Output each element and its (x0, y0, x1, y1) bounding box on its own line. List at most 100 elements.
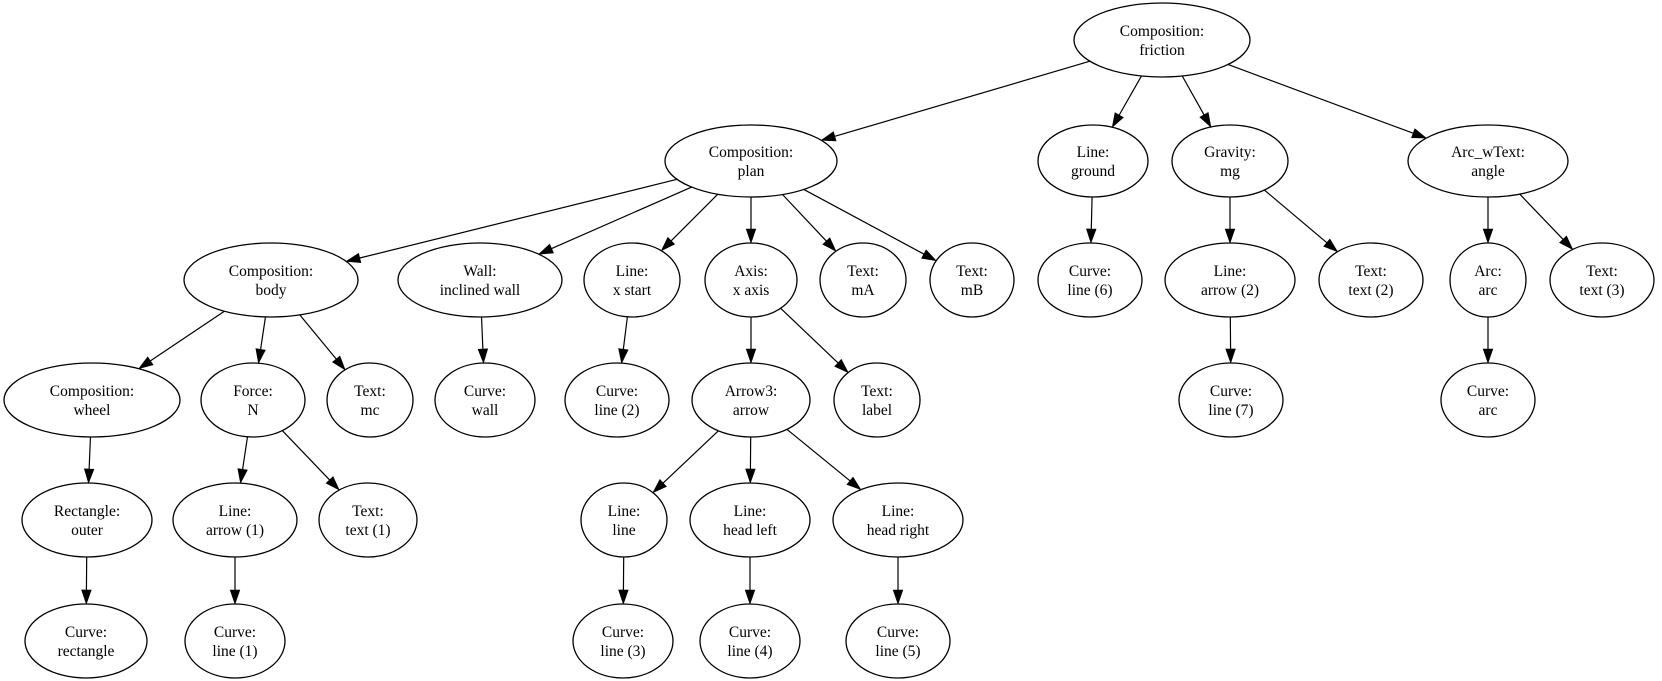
node-type-label: Force: (233, 383, 273, 400)
node-name-label: wall (472, 402, 499, 419)
node-name-label: text (3) (1579, 282, 1624, 299)
node-name-label: head left (723, 522, 777, 539)
node-ellipse (200, 362, 306, 438)
node-arrow3: Arrow3: arrow (691, 362, 811, 438)
edge-plan-mB (803, 188, 937, 262)
node-type-label: Curve: (1210, 383, 1252, 400)
edge-line (1263, 189, 1328, 244)
node-ellipse (326, 362, 414, 438)
node-ellipse (318, 482, 418, 558)
node-ellipse (832, 482, 964, 558)
node-text2: Text:text (2) (1318, 242, 1424, 318)
node-text1: Text:text (1) (318, 482, 418, 558)
edge-arrow1-cline1 (229, 557, 241, 605)
node-name-label: angle (1471, 163, 1505, 180)
node-ellipse (1440, 362, 1536, 438)
node-ellipse (1318, 242, 1424, 318)
node-type-label: Arc: (1474, 263, 1502, 280)
node-ellipse (564, 362, 670, 438)
node-wheel: Composition:wheel (3, 362, 181, 438)
edge-line (260, 316, 267, 350)
node-type-label: Line: (219, 503, 252, 520)
node-ellipse (704, 242, 798, 318)
node-type-label: Line: (734, 503, 767, 520)
edge-outer-crectangle (81, 556, 92, 605)
node-ellipse (397, 242, 563, 318)
node-mA: Text:mA (819, 242, 907, 318)
arrowhead-icon (660, 236, 676, 252)
node-friction: Composition:friction (1073, 2, 1251, 78)
arrowhead-icon (820, 131, 837, 142)
node-name-label: plan (738, 163, 765, 180)
arrowhead-icon (229, 589, 241, 605)
node-type-label: Wall: (463, 263, 496, 280)
node-ellipse (819, 242, 907, 318)
node-type-label: Curve: (1069, 263, 1111, 280)
arrowhead-icon (325, 476, 340, 491)
edge-xstart-cline2 (618, 316, 629, 365)
node-name-label: line (3) (600, 643, 645, 660)
arrowhead-icon (745, 228, 757, 244)
arrowhead-icon (618, 348, 629, 365)
node-name-label: mc (361, 402, 380, 419)
arrowhead-icon (1482, 348, 1494, 364)
node-type-label: Line: (616, 263, 649, 280)
edge-headleft-cline4 (744, 557, 756, 605)
arrowhead-icon (1559, 235, 1574, 251)
edge-angle-arcnode (1482, 197, 1494, 244)
node-type-label: Arrow3: (725, 383, 778, 400)
node-ellipse (580, 482, 668, 558)
node-ellipse (664, 124, 838, 198)
node-ground: Line:ground (1037, 124, 1149, 198)
arrowhead-icon (331, 355, 346, 371)
node-type-label: Text: (956, 263, 988, 280)
node-type-label: Gravity: (1204, 144, 1256, 161)
node-name-label: line (5) (875, 643, 920, 660)
node-name-label: wheel (73, 402, 110, 419)
node-name-label: arrow (733, 402, 770, 419)
arrowhead-icon (1411, 128, 1428, 139)
node-cwall: Curve:wall (434, 362, 536, 438)
edge-friction-angle (1227, 63, 1428, 139)
edge-line (1181, 75, 1205, 116)
node-type-label: Text: (847, 263, 879, 280)
node-type-label: Curve: (877, 624, 919, 641)
node-ellipse (689, 482, 811, 558)
node-type-label: Curve: (214, 624, 256, 641)
edge-mg-text2 (1263, 189, 1339, 253)
arrowhead-icon (137, 356, 154, 370)
node-type-label: Rectangle: (54, 503, 120, 520)
arrowhead-icon (1323, 238, 1339, 253)
node-forceN: Force:N (200, 362, 306, 438)
node-xaxis: Axis:x axis (704, 242, 798, 318)
node-type-label: Curve: (602, 624, 644, 641)
node-cline4: Curve:line (4) (699, 603, 801, 679)
node-name-label: x axis (733, 282, 770, 299)
arrowhead-icon (1111, 112, 1124, 129)
edge-line (1090, 196, 1093, 230)
node-ellipse (833, 362, 921, 438)
edge-line (670, 193, 719, 242)
node-cline5: Curve: line (5) (845, 603, 951, 679)
arrowhead-icon (745, 468, 756, 484)
arrowhead-icon (1199, 111, 1212, 128)
node-angle: Arc_wText:angle (1407, 124, 1569, 198)
node-outer: Rectangle:outer (21, 482, 153, 558)
arrowhead-icon (1086, 228, 1097, 244)
edge-arrow3-linenode (652, 430, 719, 494)
node-mg: Gravity:mg (1171, 124, 1289, 198)
node-name-label: arc (1479, 402, 1498, 419)
edge-line (803, 188, 925, 255)
node-name-label: text (2) (1348, 282, 1393, 299)
node-cline1: Curve:line (1) (184, 603, 286, 679)
edge-line (88, 436, 92, 470)
edge-body-wheel (137, 310, 225, 370)
arrowhead-icon (652, 479, 667, 494)
arrowhead-icon (477, 348, 489, 364)
node-linenode: Line:line (580, 482, 668, 558)
node-ellipse (691, 362, 811, 438)
node-ellipse (1037, 242, 1143, 318)
node-ellipse (172, 482, 298, 558)
edge-ground-cline6 (1086, 196, 1097, 244)
node-name-label: arc (1479, 282, 1498, 299)
